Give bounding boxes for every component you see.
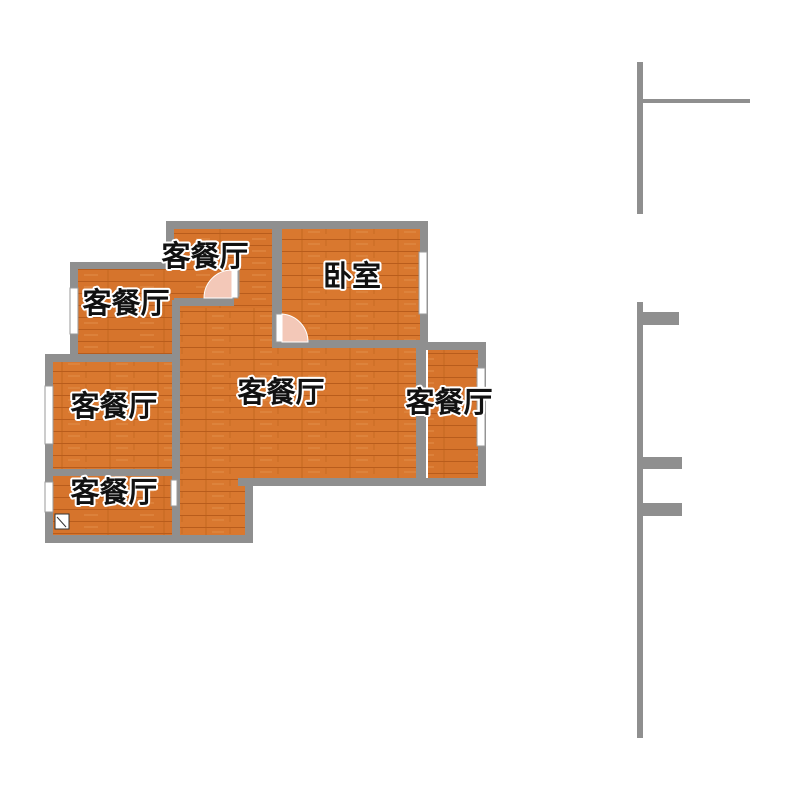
floor-upper-left: [77, 268, 175, 356]
lower-stub-3: [643, 503, 682, 516]
lower-stub-1: [643, 312, 679, 325]
label-bedroom: 卧室: [323, 259, 381, 293]
doors: [170, 267, 309, 507]
label-upper-left: 客餐厅: [82, 286, 169, 320]
door-leaf-bedroom: [275, 313, 283, 343]
floor-left-mid: [53, 362, 175, 470]
window-bedroom: [418, 251, 428, 315]
upper-horizontal-line: [637, 99, 750, 103]
lower-vertical-line: [637, 302, 643, 738]
fixture-icon: [54, 513, 70, 530]
exterior-lines: [637, 62, 750, 738]
door-swing-top-small: [203, 269, 233, 299]
floor-bottom-left: [53, 476, 175, 535]
floor-bedroom: [282, 228, 422, 342]
door-swing-bedroom: [281, 313, 309, 343]
lower-stub-2: [643, 457, 682, 469]
label-right: 客餐厅: [405, 385, 492, 419]
window-bottom-left: [44, 481, 54, 513]
window-upper-left: [69, 287, 79, 335]
door-leaf-bottom-left: [170, 479, 178, 507]
label-bottom-left: 客餐厅: [70, 475, 157, 509]
floor-right: [428, 348, 480, 478]
upper-vertical-line: [637, 62, 643, 214]
window-left-mid: [44, 385, 54, 445]
label-main: 客餐厅: [237, 375, 324, 409]
room-labels: 客餐厅 卧室 客餐厅 客餐厅 客餐厅 客餐厅 客餐厅: [68, 237, 494, 511]
label-left-mid: 客餐厅: [70, 389, 157, 423]
window-right: [476, 367, 486, 447]
label-top-small: 客餐厅: [161, 239, 248, 273]
